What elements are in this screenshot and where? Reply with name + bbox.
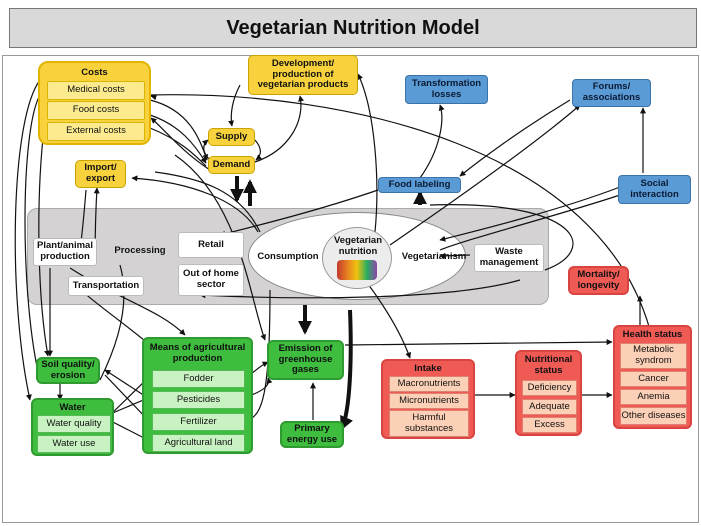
demand-box: Demand (208, 156, 255, 174)
fodder: Fodder (152, 370, 245, 388)
link-extcosts-demand (149, 127, 207, 167)
link-health-costs (149, 94, 651, 331)
vegetarianism-label: Vegetarianism (401, 250, 467, 262)
plant-animal-production: Plant/animal production (33, 238, 97, 266)
consumption-label: Consumption (257, 250, 319, 262)
vegetables-photo-icon (337, 260, 377, 280)
means-header: Means of agricultural production (149, 342, 246, 364)
transformation-losses-box: Transformation losses (405, 75, 488, 104)
vegetarian-nutrition-label: Vegetarian nutrition (333, 235, 383, 257)
link-social-veg (439, 186, 621, 242)
food-costs: Food costs (47, 101, 145, 120)
link-emission-health (344, 339, 613, 346)
out-of-home-sector-box: Out of home sector (178, 264, 244, 296)
mortality-longevity-box: Mortality/ longevity (568, 266, 629, 295)
emission-greenhouse-gases-box: Emission of greenhouse gases (267, 340, 344, 380)
agricultural-land: Agricultural land (152, 434, 245, 452)
retail-box: Retail (178, 232, 244, 258)
link-waste-loop (429, 204, 574, 271)
link-pest-soil (104, 369, 149, 399)
costs-header: Costs (81, 66, 108, 78)
development-production: Development/ production of vegetarian pr… (248, 55, 358, 95)
link-veg-waste (439, 252, 471, 259)
link-forums-labeling (459, 99, 571, 177)
link-labeling-retail (219, 189, 379, 237)
intake-group: Intake Macronutrients Micronutrients Har… (381, 359, 475, 439)
forums-associations-box: Forums/ associations (572, 79, 651, 107)
diagram-title: Vegetarian Nutrition Model (9, 8, 697, 48)
processing-label: Processing (114, 244, 166, 256)
nutritional-status-group: Nutritional status Deficiency Adequate E… (515, 350, 582, 436)
water-group: Water Water quality Water use (31, 398, 114, 456)
fertilizer: Fertilizer (152, 413, 245, 431)
link-pest-water (107, 397, 149, 416)
link-veg-forums (389, 104, 581, 246)
macronutrients: Macronutrients (389, 376, 469, 392)
means-of-agricultural-production-group: Means of agricultural production Fodder … (142, 337, 253, 454)
external-costs: External costs (47, 122, 145, 141)
supply-box: Supply (208, 128, 255, 146)
water-header: Water (59, 402, 86, 414)
water-use: Water use (37, 435, 111, 453)
health-status-header: Health status (622, 329, 683, 341)
harmful-substances: Harmful substances (389, 410, 469, 437)
link-demand-dev (254, 95, 305, 163)
excess: Excess (522, 417, 577, 433)
deficiency: Deficiency (522, 380, 577, 396)
anemia: Anemia (620, 389, 687, 405)
health-status-group: Health status Metabolic syndrom Cancer A… (613, 325, 692, 429)
link-costs-water (14, 79, 41, 401)
link-social-veg2 (439, 194, 621, 251)
link-labeling-losses (419, 104, 445, 179)
link-cons-intake (364, 279, 412, 359)
link-costs-soil (24, 94, 41, 381)
food-labeling-box: Food labeling (378, 177, 461, 193)
waste-management-box: Waste management (474, 244, 544, 272)
transportation-box: Transportation (68, 276, 144, 296)
metabolic-syndrom: Metabolic syndrom (620, 343, 687, 369)
link-supply-demand (254, 139, 263, 161)
primary-energy-use-box: Primary energy use (280, 421, 344, 448)
cancer: Cancer (620, 371, 687, 387)
link-demand-costs (150, 117, 211, 171)
bold-cons-energy (340, 309, 353, 431)
other-diseases: Other diseases (620, 407, 687, 425)
medical-costs: Medical costs (47, 81, 145, 100)
link-foodcosts-demand (149, 114, 207, 164)
pesticides: Pesticides (152, 391, 245, 409)
link-cons-import (131, 175, 259, 233)
link-vegnut-dev (357, 73, 378, 233)
soil-quality-erosion-box: Soil quality/ erosion (36, 357, 100, 384)
link-soil-fert (104, 374, 149, 421)
intake-header: Intake (414, 362, 442, 374)
import-export-box: Import/ export (75, 160, 126, 188)
nutritional-status-header: Nutritional status (524, 354, 573, 376)
link-waste-outofhome (199, 279, 521, 299)
vegetarian-nutrition-circle: Vegetarian nutrition (322, 227, 392, 289)
social-interaction-box: Social interaction (618, 175, 691, 204)
costs-group: Costs Medical costs Food costs External … (38, 61, 151, 145)
adequate: Adequate (522, 399, 577, 415)
link-demand-cons (154, 171, 261, 233)
link-dev-supply (228, 84, 241, 127)
micronutrients: Micronutrients (389, 393, 469, 409)
water-quality: Water quality (37, 415, 111, 433)
